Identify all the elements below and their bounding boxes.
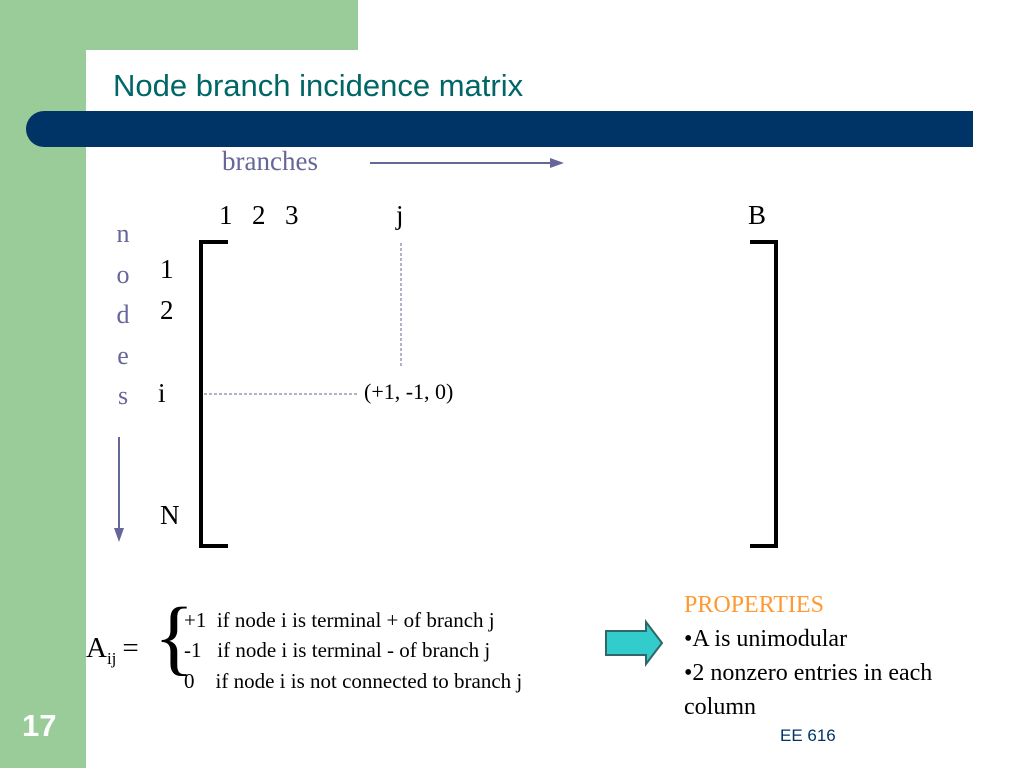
- formula-equals: =: [122, 632, 139, 664]
- property-item: •A is unimodular: [684, 626, 848, 652]
- node-label-1: 1: [160, 254, 174, 284]
- formula-case-plus: +1 if node i is terminal + of branch j: [184, 608, 495, 632]
- matrix-entry-values: (+1, -1, 0): [364, 379, 454, 404]
- matrix-right-bracket: [750, 240, 778, 548]
- branches-arrow: [370, 158, 564, 168]
- formula-case-zero: 0 if node i is not connected to branch j: [184, 669, 523, 693]
- branches-label: branches: [222, 146, 318, 176]
- matrix-left-bracket: [199, 240, 228, 548]
- formula-brace: {: [154, 591, 195, 684]
- branch-label-B: B: [748, 200, 767, 230]
- formula-symbol: A: [86, 632, 107, 664]
- nodes-letter: d: [116, 300, 130, 329]
- property-item: •2 nonzero entries in each column: [684, 660, 933, 720]
- formula-subscript: ij: [106, 648, 117, 668]
- branch-label-j: j: [396, 200, 404, 230]
- branch-label-3: 3: [285, 200, 299, 230]
- nodes-label: n o d e s: [111, 214, 135, 417]
- branch-label-1: 1: [219, 200, 233, 230]
- slide-number: 17: [22, 708, 57, 743]
- nodes-letter: s: [117, 381, 129, 410]
- properties-box: PROPERTIES •A is unimodular •2 nonzero e…: [684, 588, 984, 724]
- properties-title: PROPERTIES: [684, 592, 824, 618]
- content-panel: [86, 50, 1024, 768]
- node-label-N: N: [160, 500, 180, 530]
- formula-lhs: Aij=: [86, 632, 139, 669]
- nodes-letter: o: [116, 259, 130, 289]
- node-label-2: 2: [160, 295, 174, 325]
- node-label-i: i: [158, 378, 166, 408]
- nodes-arrow: [114, 437, 124, 542]
- implies-arrow: [605, 619, 664, 667]
- branch-label-2: 2: [252, 200, 266, 230]
- top-accent-band: [0, 0, 358, 50]
- footer-text: EE 616: [780, 726, 836, 745]
- formula-case-minus: -1 if node i is terminal - of branch j: [184, 638, 491, 662]
- title-underline-bar: [26, 111, 973, 147]
- nodes-letter: e: [117, 340, 129, 370]
- slide-title: Node branch incidence matrix: [113, 68, 524, 103]
- nodes-letter: n: [116, 219, 130, 248]
